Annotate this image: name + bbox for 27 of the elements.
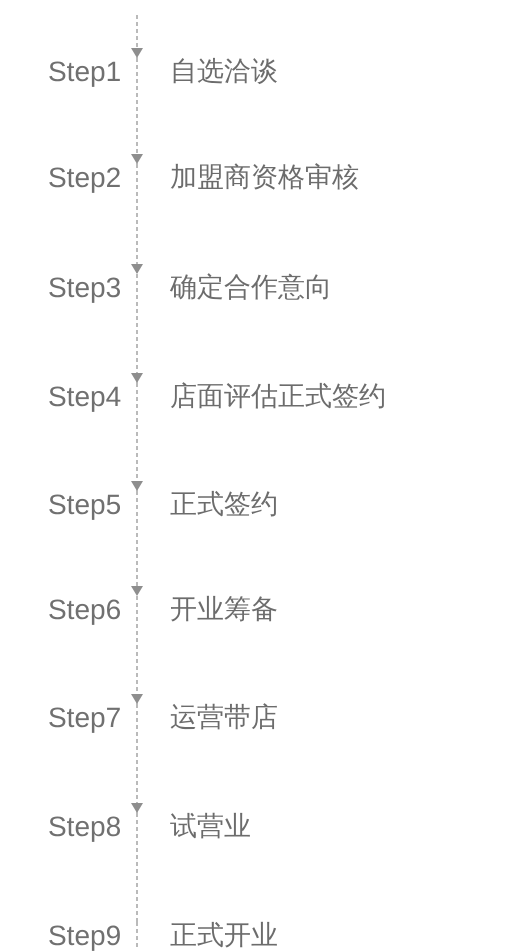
step-label: Step8 [48, 813, 122, 841]
arrow [131, 15, 143, 58]
arrow [131, 192, 143, 274]
step-title: 正式签约 [170, 491, 278, 519]
step-label: Step6 [48, 596, 122, 624]
arrow [131, 302, 143, 383]
step-title: 自选洽谈 [170, 58, 278, 86]
arrow [131, 732, 143, 813]
step-title: 试营业 [170, 813, 251, 841]
step-label: Step1 [48, 58, 122, 86]
step-label: Step9 [48, 922, 122, 950]
step-title: 开业筹备 [170, 596, 278, 624]
arrow [131, 519, 143, 596]
arrow [131, 411, 143, 491]
step-title: 加盟商资格审核 [170, 164, 359, 192]
step-label: Step7 [48, 704, 122, 732]
step-label: Step2 [48, 164, 122, 192]
step-label: Step4 [48, 383, 122, 411]
step-title: 店面评估正式签约 [170, 383, 386, 411]
step-title: 运营带店 [170, 704, 278, 732]
step-title: 确定合作意向 [170, 274, 332, 302]
timeline-line [136, 841, 138, 922]
step-label: Step5 [48, 491, 122, 519]
step-label: Step3 [48, 274, 122, 302]
arrow [131, 86, 143, 164]
arrow [131, 624, 143, 704]
step-title: 正式开业 [170, 922, 278, 950]
